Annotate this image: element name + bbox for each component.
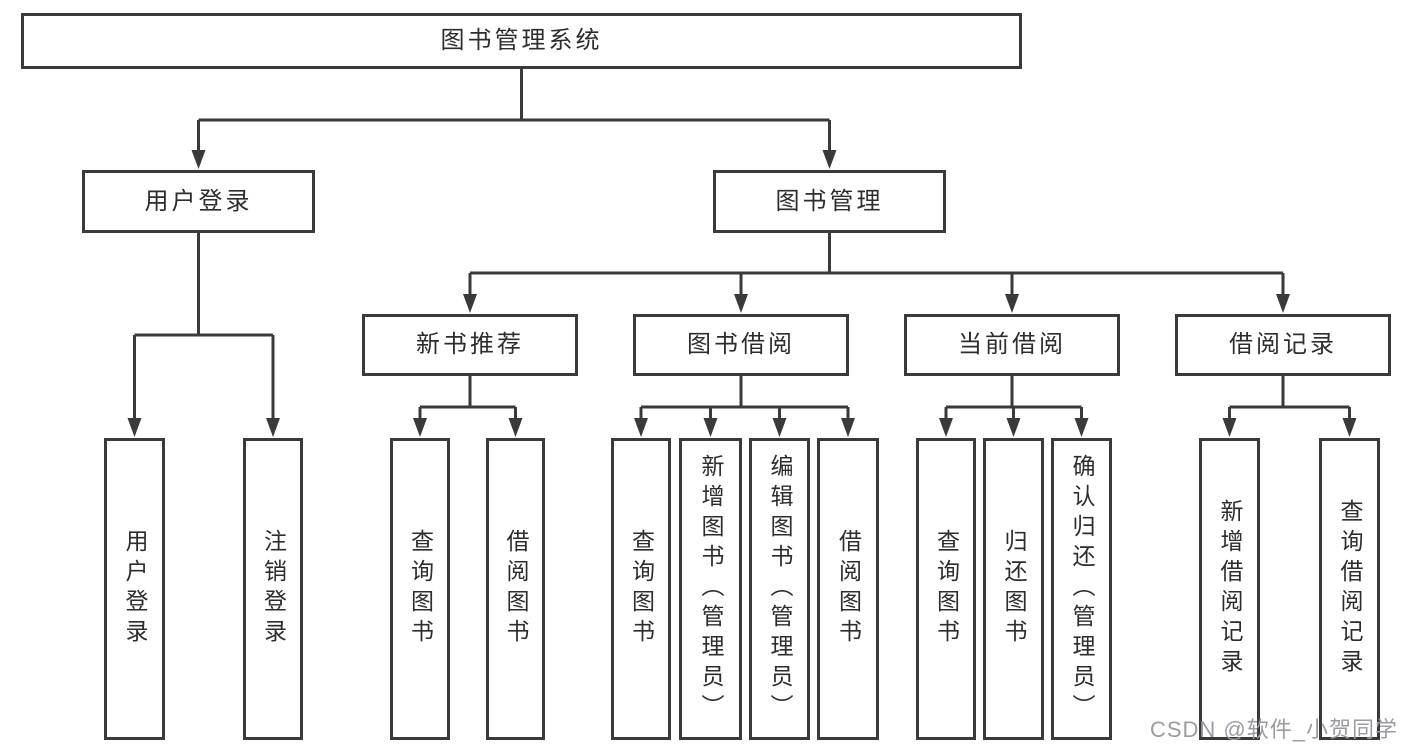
arrowhead-icon bbox=[463, 294, 477, 313]
node-borrow-records: 借阅记录 bbox=[1175, 314, 1391, 376]
node-label: 查询图书 bbox=[628, 529, 655, 649]
node-label: 图书管理系统 bbox=[440, 27, 603, 54]
node-label: 借阅图书 bbox=[835, 529, 862, 649]
node-book-borrow: 图书借阅 bbox=[633, 314, 849, 376]
arrowhead-icon bbox=[1005, 294, 1019, 313]
node-label: 用户登录 bbox=[122, 529, 148, 649]
arrowhead-icon bbox=[772, 418, 787, 437]
node-leaf-edit-books: 编辑图书（管理员） bbox=[749, 438, 810, 740]
node-root: 图书管理系统 bbox=[21, 13, 1022, 69]
arrowhead-icon bbox=[1074, 418, 1089, 437]
arrowhead-icon bbox=[413, 418, 427, 437]
node-label: 借阅记录 bbox=[1229, 331, 1337, 358]
arrowhead-icon bbox=[266, 418, 280, 437]
edge-borrow-records bbox=[1228, 376, 1351, 422]
node-label: 查询图书 bbox=[933, 529, 960, 649]
node-label: 图书借阅 bbox=[687, 331, 795, 358]
arrowhead-icon bbox=[1222, 418, 1237, 437]
arrowhead-icon bbox=[191, 150, 206, 169]
node-leaf-query-books-1: 查询图书 bbox=[390, 438, 450, 740]
arrowhead-icon bbox=[703, 418, 718, 437]
arrowhead-icon bbox=[734, 294, 748, 313]
arrowhead-icon bbox=[822, 150, 837, 169]
node-label: 编辑图书（管理员） bbox=[767, 454, 793, 724]
node-leaf-return-books: 归还图书 bbox=[983, 438, 1044, 740]
node-leaf-query-books-2: 查询图书 bbox=[611, 438, 671, 740]
arrowhead-icon bbox=[1342, 418, 1357, 437]
node-label: 新增借阅记录 bbox=[1217, 499, 1243, 679]
node-book-mgmt: 图书管理 bbox=[713, 170, 946, 233]
edge-book-borrow bbox=[639, 376, 850, 422]
arrowhead-icon bbox=[634, 418, 648, 437]
node-leaf-borrow-books-1: 借阅图书 bbox=[486, 438, 545, 740]
arrowhead-icon bbox=[939, 418, 953, 437]
node-leaf-query-books-3: 查询图书 bbox=[916, 438, 976, 740]
node-leaf-borrow-books-2: 借阅图书 bbox=[817, 438, 879, 740]
node-label: 用户登录 bbox=[144, 187, 253, 215]
node-leaf-query-borrow-record: 查询借阅记录 bbox=[1319, 438, 1380, 740]
edge-book-mgmt bbox=[468, 233, 1285, 298]
node-leaf-logout: 注销登录 bbox=[243, 438, 303, 740]
watermark: CSDN @软件_小贺同学 bbox=[1149, 717, 1398, 742]
arrowhead-icon bbox=[127, 418, 142, 437]
node-label: 新书推荐 bbox=[416, 331, 524, 358]
node-label: 新增图书（管理员） bbox=[698, 454, 724, 724]
edge-root bbox=[197, 69, 831, 154]
edge-current-borrow bbox=[944, 376, 1083, 422]
arrowhead-icon bbox=[508, 418, 523, 437]
node-leaf-user-login: 用户登录 bbox=[104, 438, 165, 740]
arrowhead-icon bbox=[1006, 418, 1021, 437]
node-current-borrow: 当前借阅 bbox=[904, 314, 1120, 376]
node-leaf-add-borrow-record: 新增借阅记录 bbox=[1199, 438, 1260, 740]
node-label: 图书管理 bbox=[775, 187, 884, 215]
node-user-login: 用户登录 bbox=[82, 170, 315, 233]
edge-user-login bbox=[133, 233, 275, 422]
edge-new-book-rec bbox=[418, 376, 517, 422]
node-label: 确认归还（管理员） bbox=[1069, 454, 1095, 724]
node-label: 查询借阅记录 bbox=[1337, 499, 1363, 679]
arrowhead-icon bbox=[1276, 294, 1290, 313]
node-label: 当前借阅 bbox=[958, 331, 1066, 358]
node-new-book-rec: 新书推荐 bbox=[362, 314, 578, 376]
node-leaf-confirm-return: 确认归还（管理员） bbox=[1051, 438, 1112, 740]
arrowhead-icon bbox=[841, 418, 855, 437]
node-label: 注销登录 bbox=[260, 529, 287, 649]
node-label: 归还图书 bbox=[1001, 529, 1027, 649]
node-label: 借阅图书 bbox=[503, 529, 529, 649]
node-label: 查询图书 bbox=[407, 529, 434, 649]
node-leaf-add-books: 新增图书（管理员） bbox=[679, 438, 742, 740]
